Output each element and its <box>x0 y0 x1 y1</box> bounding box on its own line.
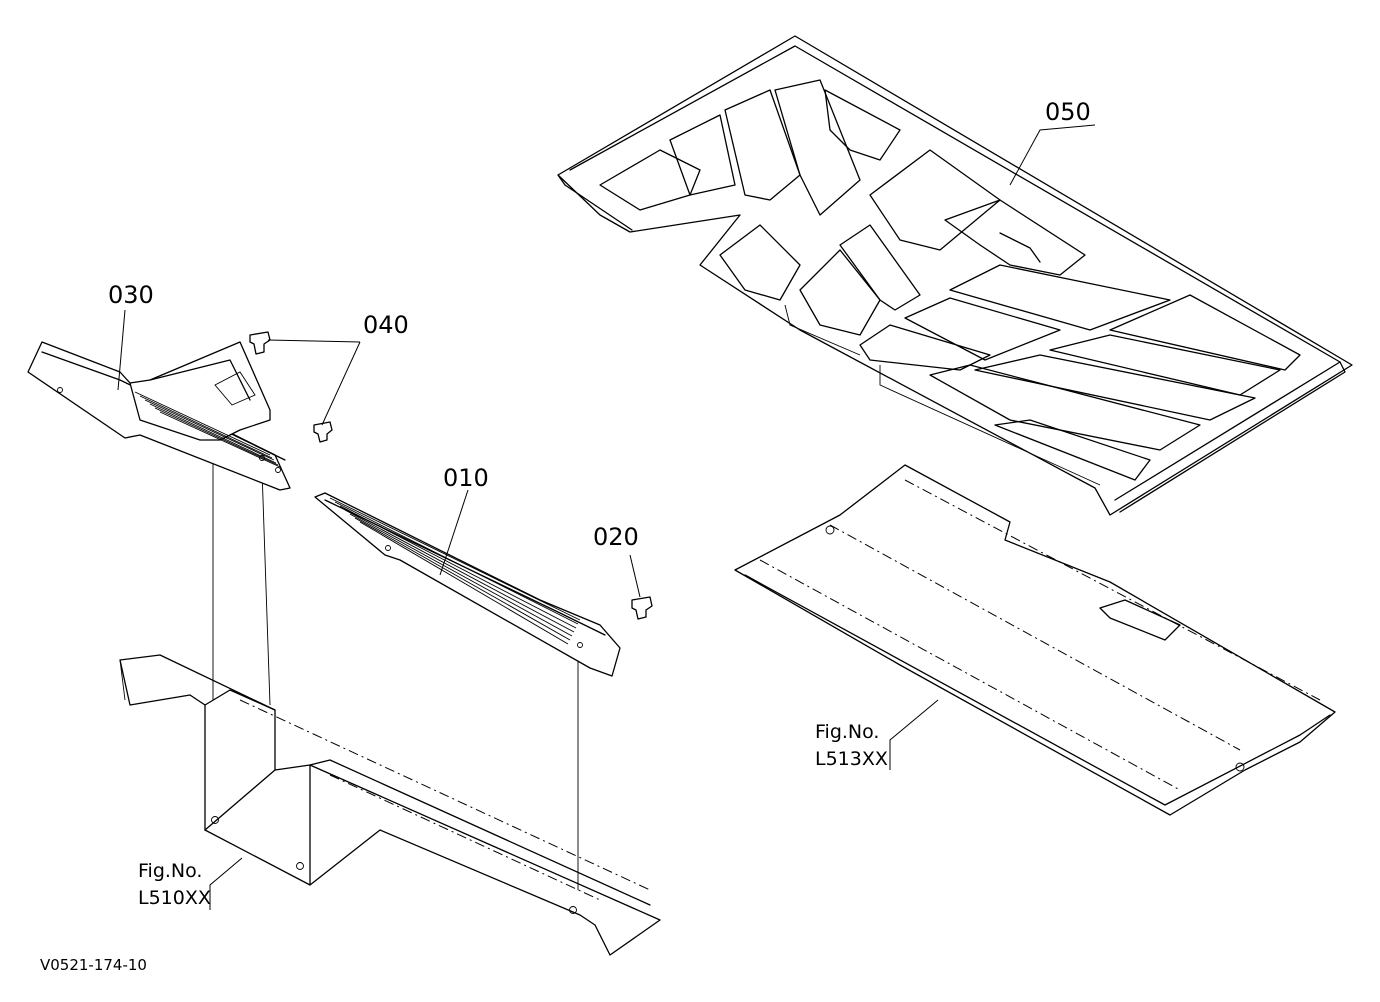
part-030-louver-panel[interactable] <box>27 341 291 491</box>
ref-l513-floor-plate <box>734 464 1336 816</box>
ref-l510-line2: L510XX <box>138 887 211 909</box>
leader-lines <box>117 124 1096 910</box>
drawing-code: V0521-174-10 <box>40 956 147 974</box>
callout-010: 010 <box>443 464 489 492</box>
callout-030: 030 <box>108 281 154 309</box>
ref-l513-line2: L513XX <box>815 748 888 770</box>
ref-l510-frame <box>119 460 661 956</box>
callout-040: 040 <box>363 311 409 339</box>
callout-020: 020 <box>593 523 639 551</box>
part-020-clip[interactable] <box>631 596 653 620</box>
ref-l513-line1: Fig.No. <box>815 721 879 743</box>
part-010-louver-panel[interactable] <box>314 492 621 677</box>
callout-050: 050 <box>1045 98 1091 126</box>
part-050-floor-mat[interactable] <box>557 35 1353 516</box>
part-040-clip[interactable] <box>249 331 333 443</box>
ref-l510-line1: Fig.No. <box>138 860 202 882</box>
